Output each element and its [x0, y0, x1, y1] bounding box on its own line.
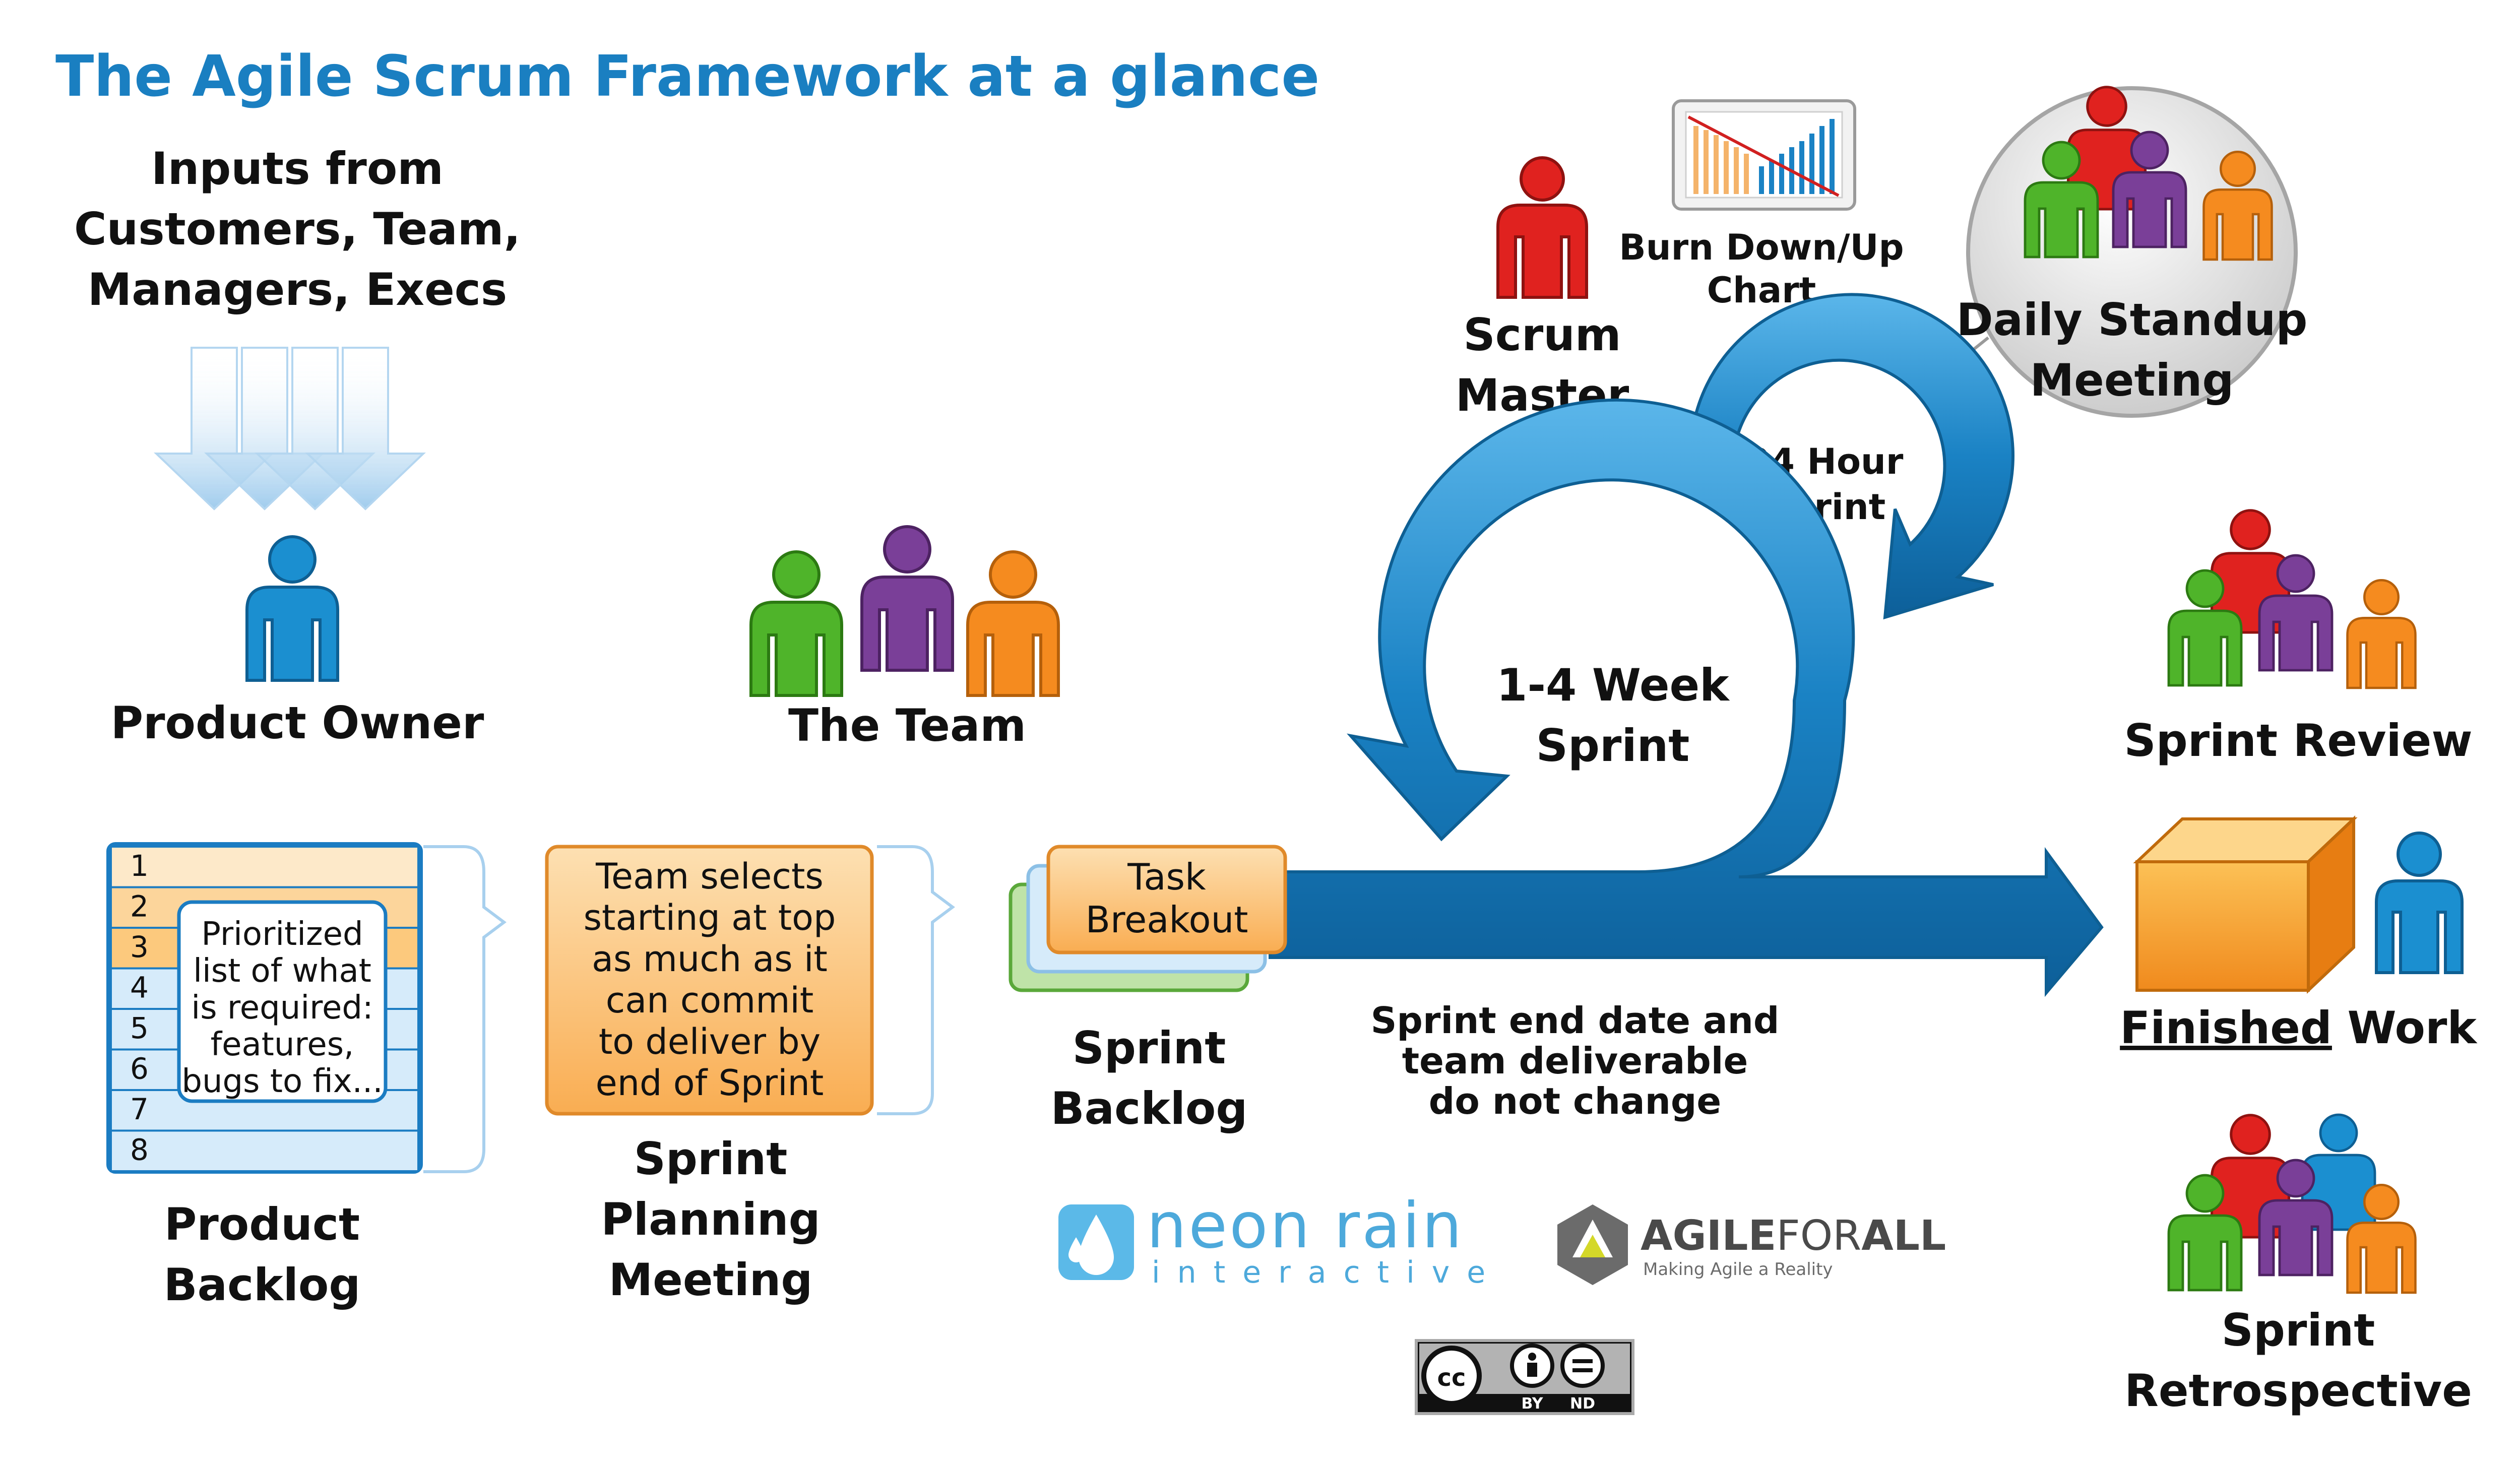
neon-rain-name: neon rain [1147, 1189, 1464, 1262]
task-breakout-line2: Breakout [1086, 899, 1248, 941]
backlog-row-number: 7 [130, 1092, 149, 1126]
sprint-planning-line1: Sprint [634, 1133, 788, 1185]
agile-for-all-tagline: Making Agile a Reality [1643, 1259, 1833, 1280]
sprint-end-note: Sprint end date and team deliverable do … [1371, 999, 1780, 1122]
backlog-row-number: 6 [130, 1051, 149, 1086]
planning-note-line: Team selects [595, 856, 824, 897]
product-owner-person-icon [245, 535, 339, 682]
scrum-master-line1: Scrum [1463, 309, 1621, 361]
finished-work-person-icon [2375, 832, 2464, 974]
sprint-review-label: Sprint Review [2124, 715, 2472, 767]
svg-text:cc: cc [1437, 1364, 1466, 1392]
inputs-line1: Inputs from [151, 143, 444, 195]
backlog-row-number: 4 [130, 970, 149, 1004]
product-backlog-line2: Backlog [164, 1259, 361, 1311]
week-sprint-line1: 1-4 Week [1496, 659, 1730, 711]
backlog-note [177, 900, 388, 1103]
the-team-icon [749, 525, 1060, 697]
week-sprint-line2: Sprint [1536, 720, 1690, 772]
product-backlog-line1: Product [164, 1198, 360, 1250]
backlog-note-line: Prioritized [201, 916, 363, 953]
daily-standup-people-icon [2024, 86, 2273, 261]
neon-rain-sub: interactive [1152, 1255, 1502, 1290]
daily-standup-line2: Meeting [2030, 354, 2234, 406]
finished-work-label: Finished Work [2120, 1002, 2478, 1054]
daily-standup-line1: Daily Standup [1957, 294, 2308, 346]
sprint-backlog-line2: Backlog [1051, 1082, 1248, 1134]
burn-chart-line1: Burn Down/Up [1619, 227, 1904, 268]
finished-rest: Work [2332, 1002, 2478, 1054]
team-member-purple-icon [860, 525, 954, 672]
sprint-retrospective-people-icon [2167, 1113, 2417, 1294]
backlog-row-number: 1 [130, 849, 149, 883]
backlog-row [110, 846, 419, 888]
sprint-backlog-label: Sprint Backlog [1051, 1022, 1248, 1134]
backlog-row [110, 1129, 419, 1172]
sprint-planning-label: Sprint Planning Meeting [601, 1133, 820, 1306]
daily-standup-label: Daily Standup Meeting [1957, 294, 2308, 406]
backlog-row-number: 8 [130, 1132, 149, 1167]
task-breakout-line1: Task [1127, 856, 1206, 898]
scrum-master-person-icon [1496, 156, 1588, 299]
24-hour-sprint-arrow [1689, 293, 2014, 620]
nd-icon [1560, 1344, 1605, 1388]
sprint-end-line3: do not change [1429, 1080, 1721, 1122]
planning-note-line: end of Sprint [596, 1062, 824, 1104]
backlog-note-line: list of what [193, 952, 371, 990]
retro-line1: Sprint [2222, 1304, 2375, 1356]
backlog-bracket [423, 845, 507, 1173]
sprint-review-people-icon [2167, 509, 2417, 689]
retro-line2: Retrospective [2124, 1365, 2472, 1417]
week-sprint-label: 1-4 Week Sprint [1496, 659, 1730, 772]
sprint-backlog-stack: Task Breakout [1009, 845, 1287, 992]
cc-nd-label: ND [1570, 1395, 1595, 1413]
page-title: The Agile Scrum Framework at a glance [55, 44, 1319, 109]
neon-rain-logo: neon rain interactive [1058, 1189, 1502, 1290]
sprint-end-line2: team deliverable [1402, 1040, 1748, 1082]
task-breakout-card [1046, 845, 1287, 954]
backlog-row-number: 5 [130, 1011, 149, 1045]
main-sprint-arrow [1269, 398, 2104, 997]
sprint-backlog-line1: Sprint [1073, 1022, 1226, 1074]
sprint-planning-line3: Meeting [609, 1254, 813, 1306]
planning-note-line: can commit [606, 980, 814, 1021]
inputs-label: Inputs from Customers, Team, Managers, E… [74, 143, 521, 315]
scrum-master-label: Scrum Master [1456, 309, 1629, 421]
planning-bracket [877, 845, 955, 1115]
agile-for-all-name: AGILEFORALL [1641, 1212, 1946, 1260]
cc-icon [1421, 1346, 1482, 1406]
inputs-line2: Customers, Team, [74, 203, 521, 255]
backlog-note-line: bugs to fix... [181, 1063, 383, 1100]
the-team-label: The Team [788, 699, 1026, 751]
cc-license-badge: cc BY ND [1415, 1339, 1634, 1415]
agile-for-all-logo: AGILEFORALL Making Agile a Reality [1557, 1204, 1946, 1285]
planning-note-line: starting at top [584, 897, 836, 938]
finished-work-box-icon [2133, 815, 2358, 994]
backlog-row-number: 3 [130, 930, 149, 964]
sprint-planning-line2: Planning [601, 1193, 820, 1245]
input-arrows [154, 347, 426, 511]
inputs-line3: Managers, Execs [88, 264, 508, 315]
burn-chart-icon [1672, 99, 1856, 211]
backlog-note-line: is required: [191, 989, 373, 1027]
burn-chart-label: Burn Down/Up Chart [1619, 227, 1904, 311]
planning-note-line: to deliver by [599, 1021, 821, 1062]
sprint-retrospective-label: Sprint Retrospective [2124, 1304, 2472, 1417]
backlog-row-number: 2 [130, 889, 149, 923]
planning-note-line: as much as it [592, 938, 828, 980]
product-backlog-label: Product Backlog [164, 1198, 361, 1311]
backlog-note-line: features, [211, 1026, 354, 1063]
cc-by-label: BY [1522, 1395, 1544, 1413]
team-member-green-icon [749, 550, 843, 697]
sprint-end-line1: Sprint end date and [1371, 999, 1780, 1042]
finished-underlined: Finished [2120, 1002, 2332, 1054]
product-owner-label: Product Owner [111, 697, 484, 749]
team-member-orange-icon [966, 550, 1060, 697]
